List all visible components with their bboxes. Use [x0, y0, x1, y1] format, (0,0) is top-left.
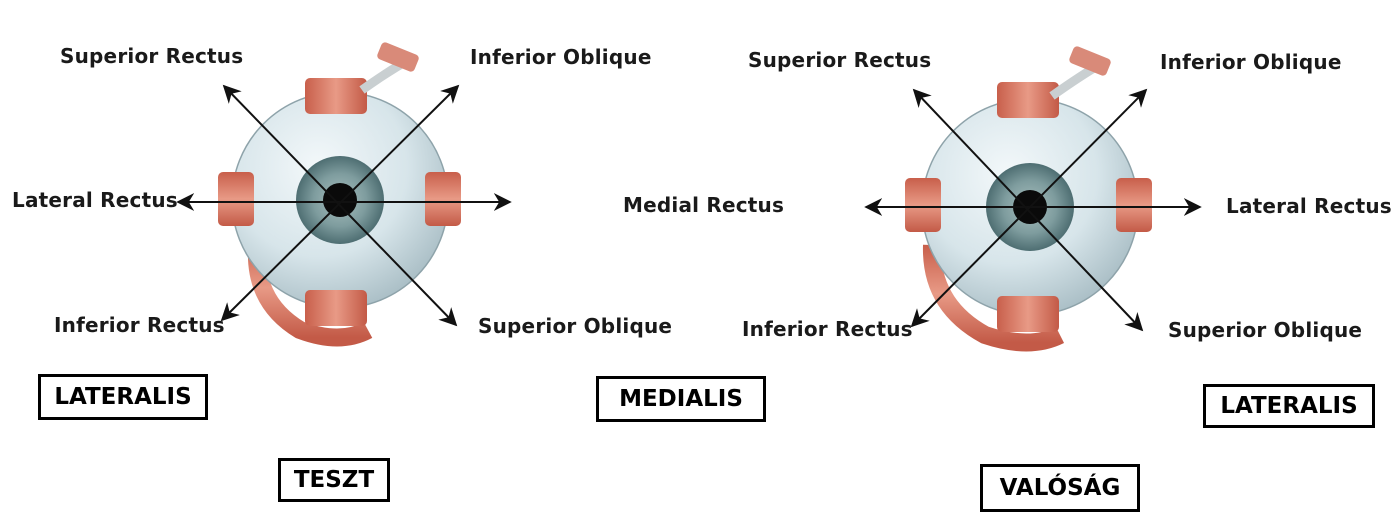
- left-lateral-rectus-label: Lateral Rectus: [12, 188, 178, 212]
- right-superior-oblique-label: Superior Oblique: [1168, 318, 1363, 342]
- right-diagonal-arrow-2: [910, 88, 1148, 328]
- right-superior-rectus-label: Superior Rectus: [748, 48, 932, 72]
- left-medial-rectus-muscle: [425, 172, 461, 226]
- right-superior-rectus-muscle: [997, 82, 1059, 118]
- lateralis-right-box: LATERALIS: [1203, 384, 1375, 428]
- left-lateral-rectus-muscle: [218, 172, 254, 226]
- right-tendon-stub: [1069, 46, 1111, 76]
- left-inferior-rectus-label: Inferior Rectus: [54, 313, 225, 337]
- valosag-box: VALÓSÁG: [980, 464, 1140, 512]
- right-medial-rectus-muscle: [905, 178, 941, 232]
- right-inferior-oblique-label: Inferior Oblique: [1160, 50, 1342, 74]
- right-inferior-rectus-label: Inferior Rectus: [742, 317, 913, 341]
- left-tendon-stub: [377, 42, 419, 72]
- teszt-box: TESZT: [278, 458, 390, 502]
- lateralis-left-box: LATERALIS: [38, 374, 208, 420]
- right-arrows: [864, 88, 1202, 332]
- left-superior-rectus-muscle: [305, 78, 367, 114]
- right-lateral-rectus-label: Lateral Rectus: [1226, 194, 1392, 218]
- left-superior-oblique-label: Superior Oblique: [478, 314, 673, 338]
- right-eyeball: [905, 46, 1152, 352]
- left-inferior-oblique-label: Inferior Oblique: [470, 45, 652, 69]
- left-superior-rectus-label: Superior Rectus: [60, 44, 244, 68]
- right-inferior-rectus-muscle: [997, 296, 1059, 332]
- medial-rectus-label: Medial Rectus: [623, 193, 785, 217]
- left-pupil: [323, 183, 357, 217]
- medialis-box: MEDIALIS: [596, 376, 766, 422]
- left-diagonal-arrow-2: [220, 84, 460, 322]
- right-lateral-rectus-muscle: [1116, 178, 1152, 232]
- left-arrows: [176, 84, 512, 327]
- left-inferior-rectus-muscle: [305, 290, 367, 326]
